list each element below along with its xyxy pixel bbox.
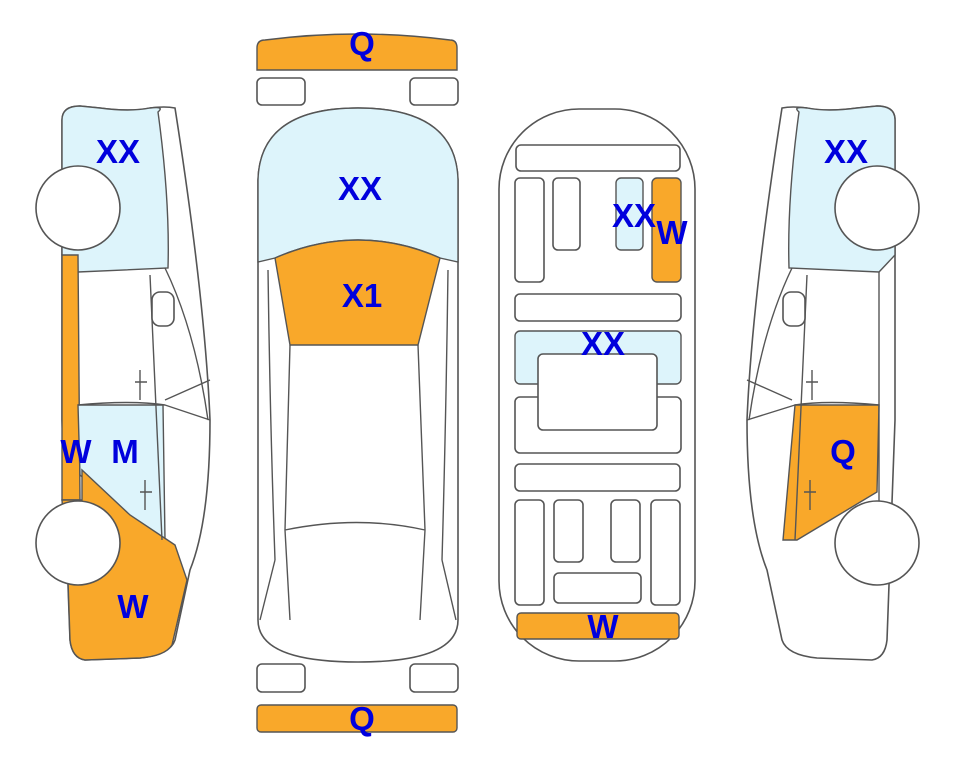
interior-bottom-label: W — [587, 608, 619, 645]
door-handle-icon — [804, 370, 818, 510]
rear-light-left — [256, 77, 306, 106]
roof-label: X1 — [342, 277, 382, 314]
left-fender-label: W — [117, 588, 149, 625]
interior-panel — [553, 572, 642, 604]
door-handle-icon — [135, 370, 152, 510]
top-view: Q XX X1 Q — [256, 25, 459, 737]
front-bumper-label: Q — [349, 700, 375, 737]
left-door-label: M — [111, 433, 139, 470]
rear-window-label: XX — [338, 170, 382, 207]
front-light-right — [409, 663, 459, 693]
left-side-view: XX W M W — [35, 105, 211, 661]
interior-panel — [650, 499, 681, 606]
interior-label-xx: XX — [612, 197, 656, 234]
left-sill-label: W — [60, 433, 92, 470]
interior-seat-damaged[interactable] — [651, 177, 682, 283]
left-rear-wheel — [35, 165, 121, 251]
right-side-view: XX Q — [746, 105, 920, 661]
interior-panel — [553, 499, 584, 563]
interior-middle-label: XX — [581, 325, 625, 362]
interior-panel — [515, 144, 681, 172]
left-mirror — [151, 291, 175, 327]
interior-panel — [552, 177, 581, 251]
rear-light-right — [409, 77, 459, 106]
right-roof-label: XX — [824, 133, 868, 170]
front-bumper[interactable] — [256, 704, 458, 733]
interior-panel — [514, 463, 681, 492]
top-roof-panel[interactable] — [274, 239, 441, 346]
right-mirror — [782, 291, 806, 327]
interior-panel — [610, 499, 641, 563]
interior-front-damaged[interactable] — [516, 612, 680, 640]
left-window-line — [77, 267, 211, 541]
interior-console — [537, 353, 658, 431]
interior-view: XX W XX W — [498, 108, 696, 662]
interior-panel — [514, 499, 545, 606]
right-front-wheel — [834, 500, 920, 586]
interior-panel — [514, 293, 682, 322]
interior-panel — [514, 177, 545, 283]
interior-label-w: W — [656, 214, 688, 251]
right-door-panel[interactable] — [782, 404, 880, 541]
right-rear-wheel — [834, 165, 920, 251]
rear-bumper-top[interactable] — [256, 33, 458, 71]
left-front-wheel — [35, 500, 121, 586]
left-roof-label: XX — [96, 133, 140, 170]
front-light-left — [256, 663, 306, 693]
rear-bumper-label: Q — [349, 25, 375, 62]
interior-seat-damaged[interactable] — [615, 177, 644, 251]
right-door-label: Q — [830, 433, 856, 470]
